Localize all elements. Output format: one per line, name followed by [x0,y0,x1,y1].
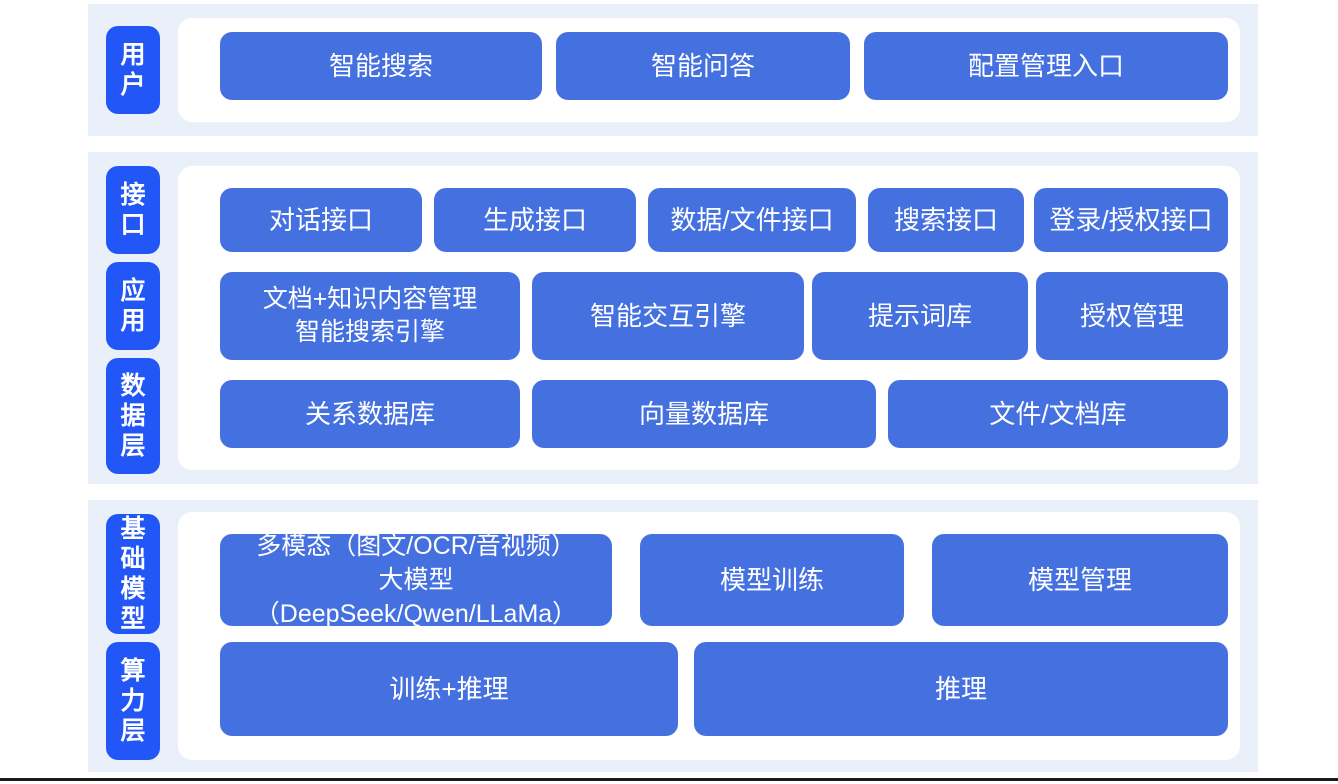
box-generate-api[interactable]: 生成接口 [434,188,636,252]
bottom-divider [0,778,1338,781]
tab-data[interactable]: 数据层 [106,358,160,474]
tab-application[interactable]: 应用 [106,262,160,350]
box-auth-management[interactable]: 授权管理 [1036,272,1228,360]
box-multimodal-llm[interactable]: 多模态（图文/OCR/音视频） 大模型（DeepSeek/Qwen/LLaMa） [220,532,612,628]
tab-user-label: 用户 [120,41,146,99]
box-prompt-library[interactable]: 提示词库 [812,272,1028,360]
box-search-api[interactable]: 搜索接口 [868,188,1024,252]
tab-data-label: 数据层 [120,372,146,460]
box-inference[interactable]: 推理 [694,642,1228,736]
box-smart-search[interactable]: 智能搜索 [220,32,542,100]
tab-application-label: 应用 [120,277,146,335]
box-doc-knowledge-mgmt[interactable]: 文档+知识内容管理 智能搜索引擎 [220,272,520,360]
tab-interface[interactable]: 接口 [106,166,160,254]
box-vector-db[interactable]: 向量数据库 [532,380,876,448]
tab-foundation-model[interactable]: 基础模型 [106,514,160,634]
box-login-auth-api[interactable]: 登录/授权接口 [1034,188,1228,252]
box-config-entry[interactable]: 配置管理入口 [864,32,1228,100]
tab-compute[interactable]: 算力层 [106,642,160,760]
box-model-management[interactable]: 模型管理 [932,534,1228,626]
box-model-training[interactable]: 模型训练 [640,534,904,626]
box-train-infer[interactable]: 训练+推理 [220,642,678,736]
box-relational-db[interactable]: 关系数据库 [220,380,520,448]
tab-user[interactable]: 用户 [106,26,160,114]
box-smart-qa[interactable]: 智能问答 [556,32,850,100]
tab-interface-label: 接口 [120,181,146,239]
tab-foundation-model-label: 基础模型 [120,515,146,633]
box-dialog-api[interactable]: 对话接口 [220,188,422,252]
tab-compute-label: 算力层 [120,657,146,745]
box-data-file-api[interactable]: 数据/文件接口 [648,188,856,252]
box-file-doc-store[interactable]: 文件/文档库 [888,380,1228,448]
box-smart-interaction-engine[interactable]: 智能交互引擎 [532,272,804,360]
